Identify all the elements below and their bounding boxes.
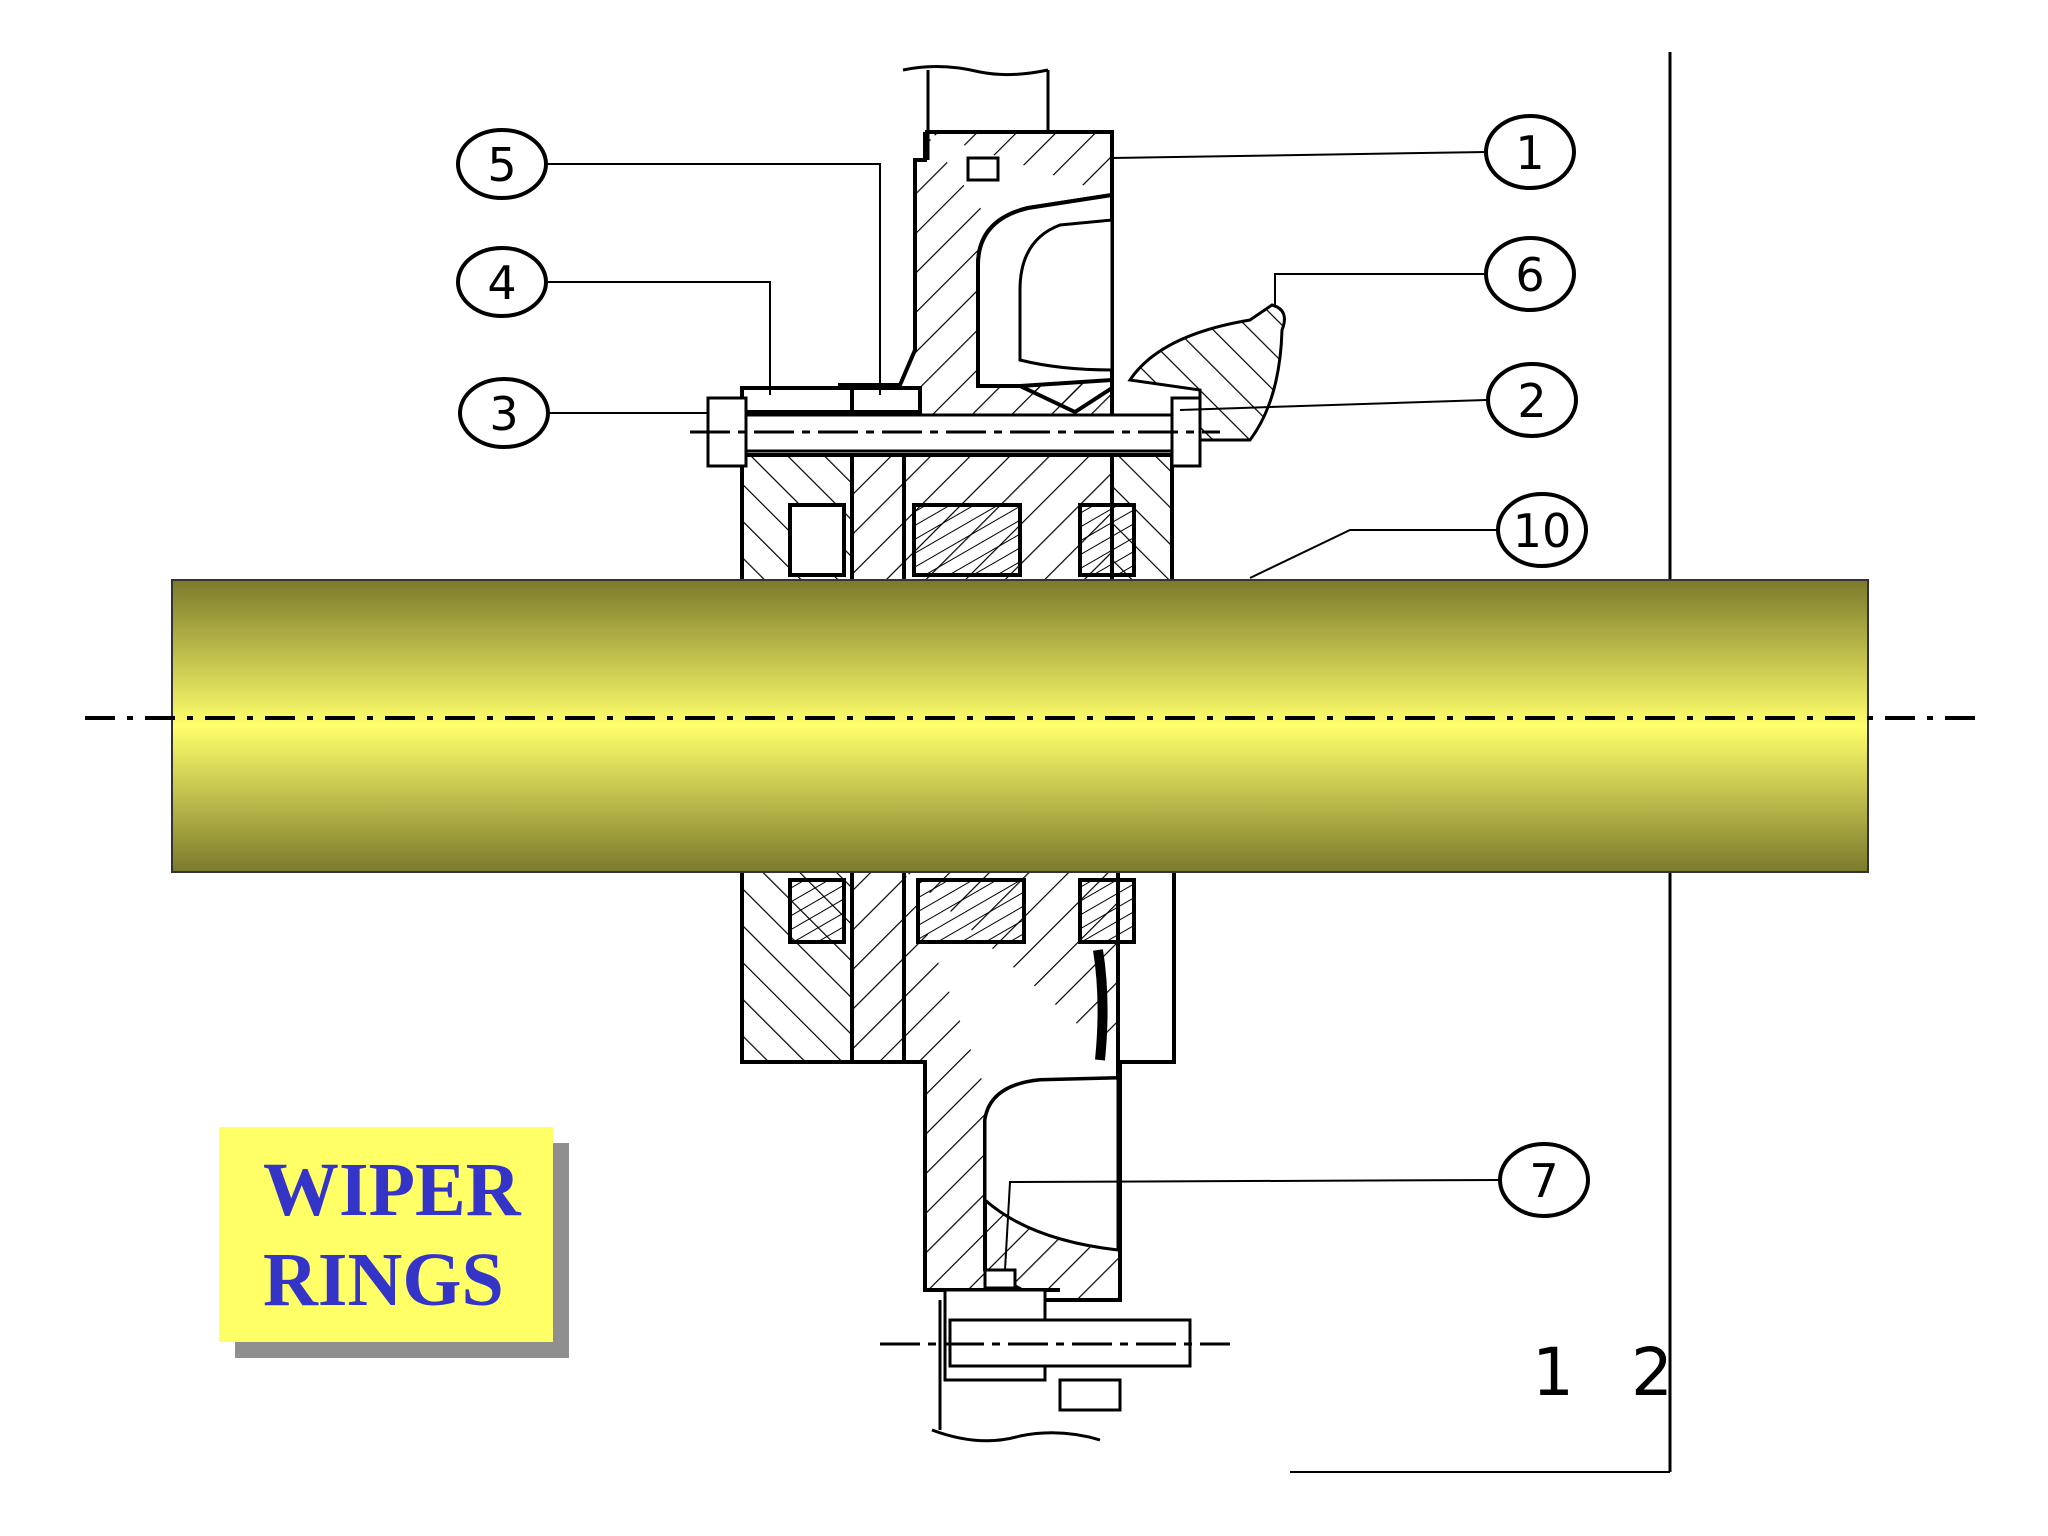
callout-1: 1 [1484,114,1576,190]
housing-lower [740,868,1176,1302]
label-line-2: RINGS [263,1237,504,1322]
shaft [171,579,1869,873]
drain-spout [1127,303,1286,442]
callout-10: 10 [1496,492,1588,568]
callout-3: 3 [458,377,550,449]
pipe-bottom [931,1300,1101,1443]
svg-text:3: 3 [489,387,518,441]
sheet-number: 1 2 [1532,1334,1691,1411]
callout-6: 6 [1484,236,1576,312]
svg-text:1: 1 [1515,126,1544,180]
svg-text:10: 10 [1513,504,1572,558]
svg-text:6: 6 [1515,248,1544,302]
o-ring-top [966,156,1000,182]
svg-text:2: 2 [1517,374,1546,428]
svg-text:4: 4 [487,256,516,310]
gland-plates-upper [740,386,1174,585]
svg-text:5: 5 [487,138,516,192]
pipe-top [902,64,1050,160]
svg-text:7: 7 [1529,1154,1558,1208]
bottom-bolt [880,1288,1230,1412]
callout-5: 5 [456,128,548,200]
callout-4: 4 [456,246,548,318]
label-line-1: WIPER [263,1147,521,1232]
wiper-rings-label: WIPER RINGS [219,1127,553,1342]
leader-lines [544,151,1501,1271]
callout-7: 7 [1498,1142,1590,1218]
callout-2: 2 [1486,362,1578,438]
o-ring-bottom [983,1268,1017,1290]
through-bolt [690,396,1220,468]
